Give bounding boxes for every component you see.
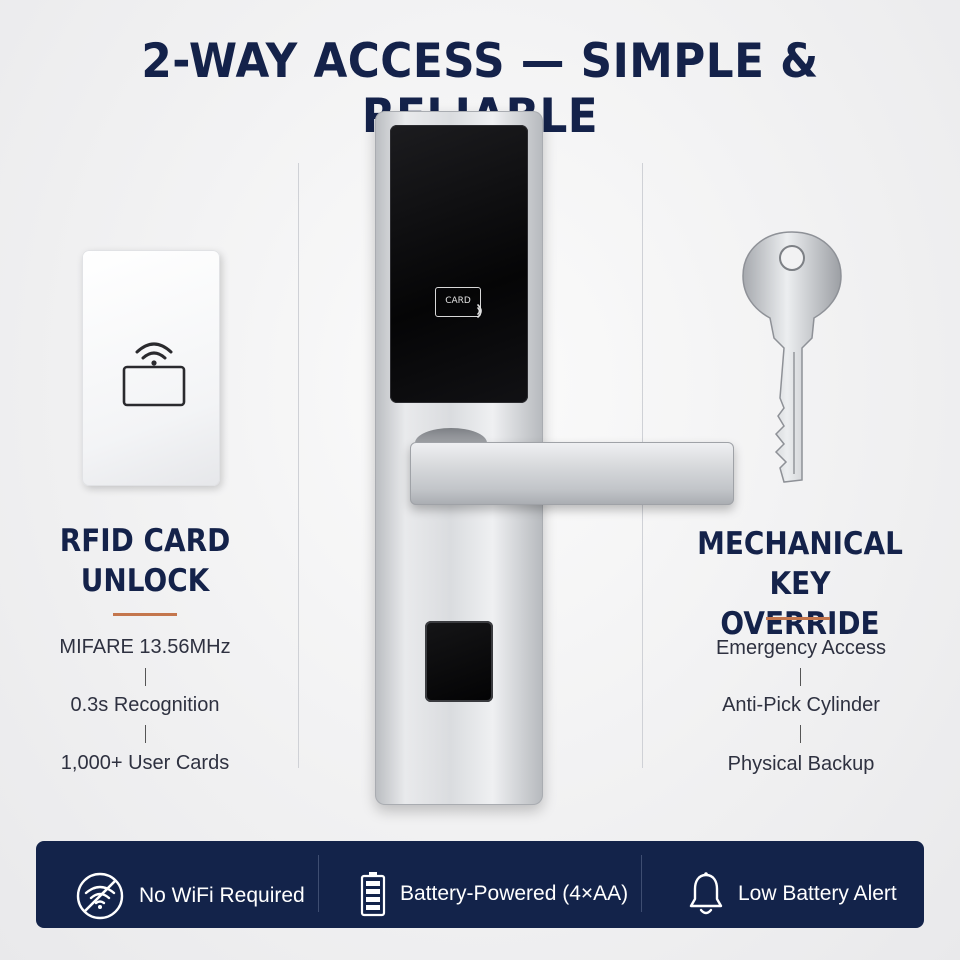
rfid-heading: RFID CARD UNLOCK <box>55 521 235 601</box>
no-wifi-icon <box>76 872 124 920</box>
feature-separator <box>800 725 801 743</box>
lock-card-reader-panel <box>390 125 528 403</box>
key-accent-rule <box>766 617 830 620</box>
contactless-icon <box>477 304 482 318</box>
bell-icon <box>689 872 723 915</box>
bar-item-label: Battery-Powered (4×AA) <box>400 882 629 905</box>
rfid-card-image <box>82 250 220 486</box>
rfid-feature: MIFARE 13.56MHz <box>59 636 231 658</box>
feature-separator <box>145 725 146 743</box>
bar-item-battery: Battery-Powered (4×AA) <box>360 871 628 917</box>
rfid-feature: 0.3s Recognition <box>70 694 220 716</box>
feature-separator <box>800 668 801 686</box>
divider-left <box>298 163 299 768</box>
rfid-heading-line2: UNLOCK <box>80 563 210 599</box>
key-feature: Physical Backup <box>727 753 875 775</box>
bar-item-label: Low Battery Alert <box>738 882 897 905</box>
key-feature: Emergency Access <box>715 637 887 659</box>
mechanical-key-icon <box>742 231 842 483</box>
key-heading-line1: MECHANICAL KEY <box>697 526 903 602</box>
key-heading: MECHANICAL KEY OVERRIDE <box>665 524 935 644</box>
bar-divider <box>318 855 319 912</box>
rfid-accent-rule <box>113 613 177 616</box>
fingerprint-reader <box>425 621 493 702</box>
key-heading-line2: OVERRIDE <box>720 606 880 642</box>
rfid-heading-line1: RFID CARD <box>59 523 231 559</box>
battery-icon <box>360 872 386 917</box>
door-handle <box>410 442 734 505</box>
lock-screen-card-label: CARD <box>435 287 481 317</box>
bar-item-no-wifi: No WiFi Required <box>75 871 305 921</box>
rfid-card-icon <box>122 342 186 407</box>
bar-divider <box>641 855 642 912</box>
key-feature: Anti-Pick Cylinder <box>722 694 880 716</box>
rfid-feature: 1,000+ User Cards <box>60 752 230 774</box>
feature-bar <box>36 841 924 928</box>
bar-item-label: No WiFi Required <box>139 884 305 907</box>
bar-item-low-battery: Low Battery Alert <box>688 871 897 917</box>
feature-separator <box>145 668 146 686</box>
